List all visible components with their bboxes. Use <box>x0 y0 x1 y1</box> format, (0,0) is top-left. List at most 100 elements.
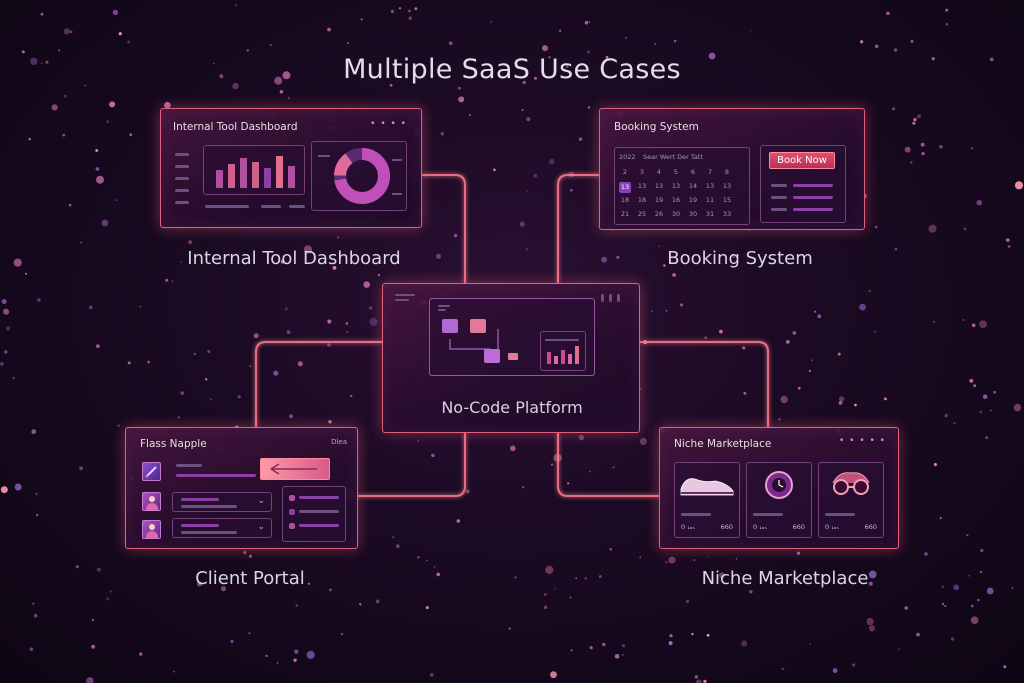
star-dot <box>742 346 746 350</box>
calendar-day[interactable]: 16 <box>671 196 681 204</box>
calendar-day[interactable]: 31 <box>705 210 715 218</box>
star-dot <box>569 596 572 599</box>
calendar-day[interactable]: 13 <box>671 182 681 190</box>
star-dot <box>706 633 710 637</box>
workflow-nodes <box>442 319 518 363</box>
star-dot <box>165 278 169 282</box>
calendar-day[interactable]: 13 <box>705 182 715 190</box>
star-dot <box>545 565 554 575</box>
star-dot <box>188 240 193 245</box>
star-dot <box>106 597 110 601</box>
calendar-day[interactable]: 2 <box>622 168 628 176</box>
star-dot <box>868 625 876 632</box>
star-dot <box>30 57 38 65</box>
star-dot <box>269 44 272 47</box>
no-code-platform-label: No-Code Platform <box>441 398 583 417</box>
product-price-right: 660 <box>792 523 805 531</box>
star-dot <box>205 378 208 381</box>
product-card-2[interactable]: 0 ₁ₐₛ 660 <box>746 462 812 538</box>
product-price-left: 0 ₁ₐₛ <box>825 523 839 531</box>
star-dot <box>514 576 517 579</box>
calendar-day[interactable]: 7 <box>707 168 713 176</box>
calendar-day[interactable]: 33 <box>722 210 732 218</box>
star-dot <box>797 551 801 555</box>
star-dot <box>780 395 788 404</box>
star-dot <box>164 101 171 109</box>
star-dot <box>96 175 104 184</box>
calendar-day[interactable]: 26 <box>654 210 664 218</box>
calendar-day[interactable]: 14 <box>688 182 698 190</box>
star-dot <box>533 173 538 178</box>
star-dot <box>892 107 896 111</box>
star-dot <box>88 305 93 310</box>
calendar-day[interactable]: 13 <box>722 182 732 190</box>
book-now-button[interactable]: Book Now <box>769 152 835 169</box>
calendar-day[interactable]: 13 <box>654 182 664 190</box>
star-dot <box>578 434 585 441</box>
calendar-day[interactable]: 13 <box>637 182 647 190</box>
star-dot <box>303 245 313 254</box>
star-dot <box>80 241 82 244</box>
star-dot <box>332 266 337 270</box>
calendar-day[interactable]: 30 <box>688 210 698 218</box>
internal-tool-caption: Internal Tool Dashboard <box>187 248 401 269</box>
star-dot <box>91 644 96 649</box>
star-dot <box>40 12 44 16</box>
calendar-day[interactable]: 15 <box>722 196 732 204</box>
star-dot <box>749 590 753 594</box>
product-card-3[interactable]: 0 ₁ₐₛ 660 <box>818 462 884 538</box>
star-dot <box>109 101 116 108</box>
calendar-day[interactable]: 4 <box>656 168 662 176</box>
star-dot <box>440 132 444 136</box>
star-dot <box>951 637 955 641</box>
star-dot <box>425 606 429 610</box>
star-dot <box>663 264 666 267</box>
star-dot <box>575 577 577 580</box>
calendar-day[interactable]: 5 <box>673 168 679 176</box>
star-dot <box>665 561 668 564</box>
star-dot <box>962 319 965 321</box>
star-dot <box>129 133 133 136</box>
star-dot <box>710 581 713 584</box>
star-dot <box>567 482 570 485</box>
star-dot <box>554 588 556 590</box>
calendar-day[interactable]: 19 <box>654 196 664 204</box>
client-dropdown-1[interactable]: ⌄ <box>172 492 272 512</box>
product-price-right: 660 <box>720 523 733 531</box>
product-card-1[interactable]: 0 ₁ₐₛ 660 <box>674 462 740 538</box>
calendar-day[interactable]: 30 <box>671 210 681 218</box>
calendar-day[interactable]: 13 <box>619 182 631 193</box>
calendar-day[interactable]: 3 <box>639 168 645 176</box>
star-dot <box>741 640 748 647</box>
calendar-day[interactable]: 25 <box>637 210 647 218</box>
star-dot <box>658 245 661 248</box>
client-list-panel <box>282 486 346 542</box>
calendar-day[interactable]: 2022 <box>619 153 636 161</box>
star-dot <box>41 62 43 65</box>
star-dot <box>977 598 980 602</box>
star-dot <box>327 343 331 347</box>
star-dot <box>392 536 395 539</box>
star-dot <box>180 261 183 263</box>
star-dot <box>24 272 28 275</box>
star-dot <box>289 414 293 419</box>
calendar-day[interactable]: 18 <box>620 196 630 204</box>
star-dot <box>605 55 609 59</box>
connector-market-bottom <box>557 433 660 497</box>
client-dropdown-2[interactable]: ⌄ <box>172 518 272 538</box>
highlight-arrow-button[interactable] <box>260 458 330 480</box>
connector-portal-bottom <box>346 433 466 497</box>
calendar-day[interactable]: 21 <box>620 210 630 218</box>
star-dot <box>785 340 790 344</box>
product-price-left: 0 ₁ₐₛ <box>681 523 695 531</box>
calendar-day[interactable]: 18 <box>637 196 647 204</box>
star-dot <box>68 203 72 207</box>
star-dot <box>897 648 900 651</box>
star-dot <box>979 570 983 574</box>
star-dot <box>565 65 569 68</box>
star-dot <box>293 658 297 662</box>
calendar-day[interactable]: 11 <box>705 196 715 204</box>
calendar-day[interactable]: 8 <box>724 168 730 176</box>
calendar-day[interactable]: 19 <box>688 196 698 204</box>
calendar-day[interactable]: 6 <box>690 168 696 176</box>
